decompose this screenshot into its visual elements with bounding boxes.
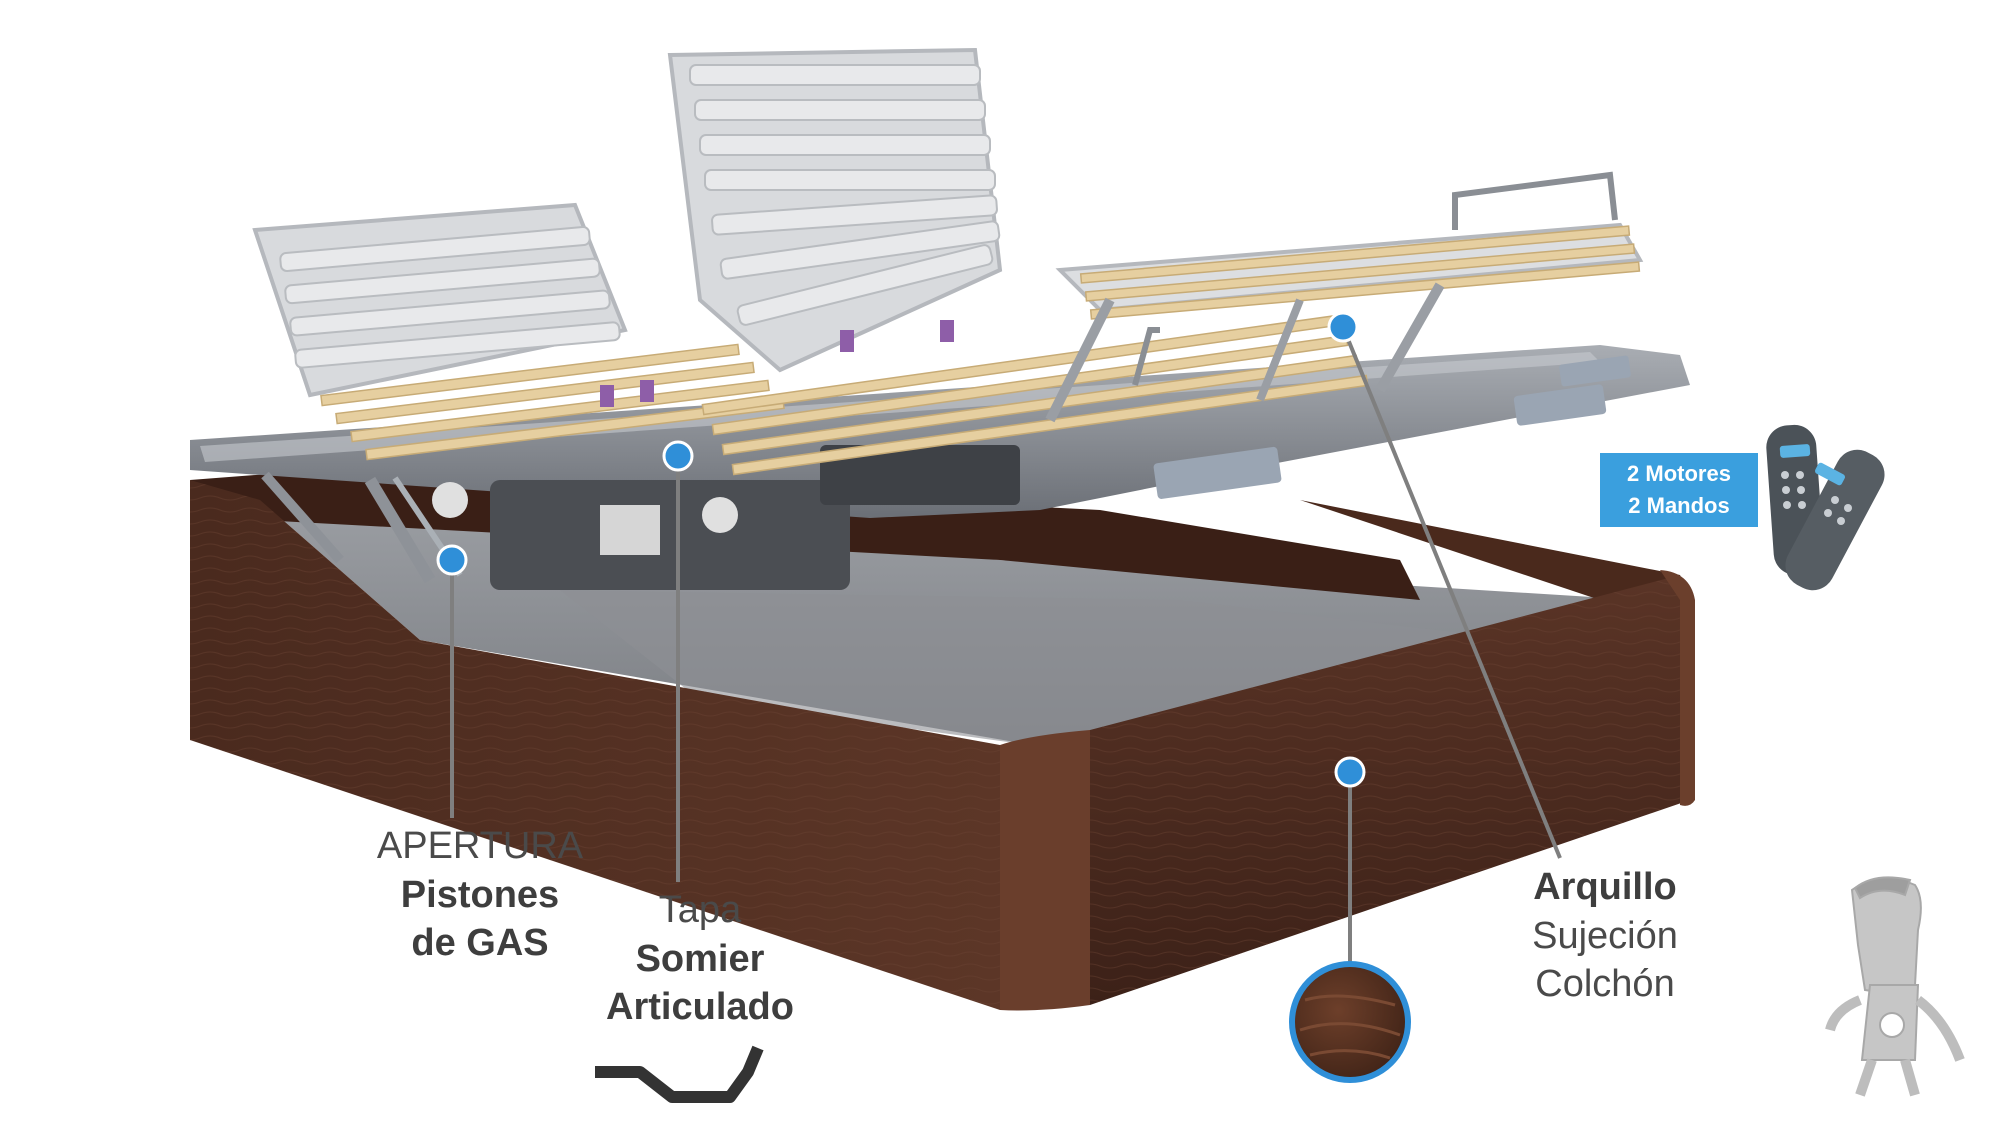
label-arquillo-line3: Colchón [1535, 963, 1675, 1006]
callout-dot-apertura [436, 544, 468, 576]
motors-badge-line2: 2 Mandos [1628, 493, 1730, 518]
wood-swatch-icon [1289, 961, 1411, 1083]
callouts [436, 311, 1562, 965]
label-tapa-line3: Articulado [606, 986, 794, 1029]
remote-control-icon [1766, 424, 1885, 591]
label-apertura-line2: Pistones [400, 873, 560, 916]
motors-badge-line1: 2 Motores [1627, 461, 1731, 486]
articulated-slat-base [252, 47, 1644, 476]
label-tapa: Tapa Somier Articulado [560, 886, 840, 1032]
label-arquillo-line1: Arquillo [1533, 866, 1677, 908]
callout-dot-arquillo [1327, 311, 1359, 343]
label-arquillo: Arquillo Sujeción Colchón [1480, 863, 1730, 1009]
base-front-corner [1000, 730, 1090, 1011]
label-arquillo-line2: Sujeción [1532, 914, 1678, 957]
callout-dot-wood [1334, 756, 1366, 788]
label-tapa-line2: Somier [635, 937, 765, 980]
callout-dot-tapa [662, 440, 694, 472]
mascot-logo-icon [1825, 876, 1965, 1097]
profile-shape-icon [595, 1045, 764, 1103]
gas-piston [261, 471, 344, 564]
label-apertura-line3: de GAS [411, 922, 549, 965]
mattress-retainer-arc [1452, 171, 1618, 230]
label-tapa-line1: Tapa [658, 889, 742, 931]
label-apertura-line1: APERTURA [376, 825, 584, 867]
motor-housing [490, 480, 850, 590]
lid-handle [1513, 384, 1607, 426]
lid-handle [1153, 446, 1282, 499]
motors-badge: 2 Motores 2 Mandos [1600, 453, 1758, 527]
label-apertura: APERTURA Pistones de GAS [340, 822, 620, 968]
gas-piston [364, 476, 436, 584]
